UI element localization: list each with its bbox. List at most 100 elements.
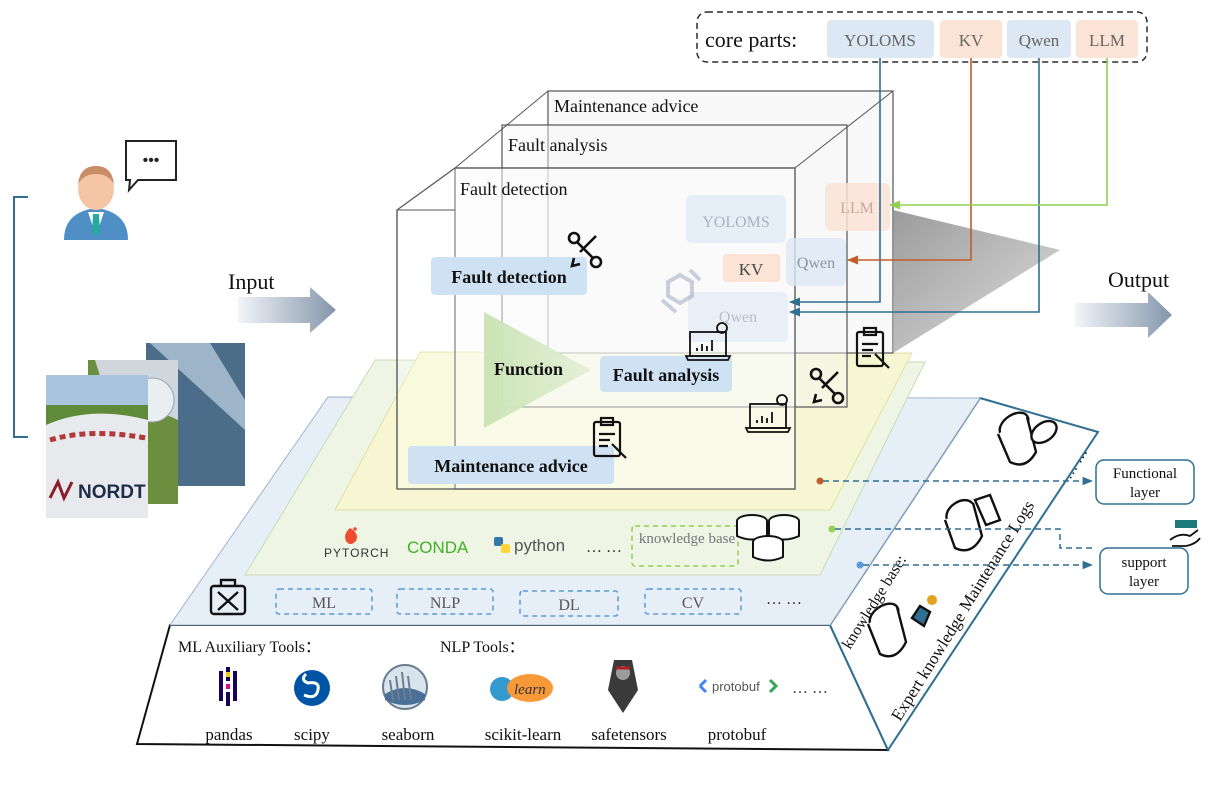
user-avatar-icon xyxy=(64,166,128,240)
qwen-connector xyxy=(788,58,1040,317)
function-triangle xyxy=(484,312,591,428)
tool-pandas: pandas xyxy=(205,725,252,744)
pytorch-logo-icon xyxy=(345,527,357,544)
algo-more: … … xyxy=(766,591,802,608)
functional-layer-label-2: layer xyxy=(1130,485,1160,501)
inner-llm-text: LLM xyxy=(840,200,874,217)
fault-detection-label: Fault detection xyxy=(451,267,566,287)
algo-ml-box xyxy=(275,588,373,615)
support-layer-label-1: support xyxy=(1122,555,1168,571)
fault-detection-box xyxy=(431,257,587,295)
fault-analysis-label: Fault analysis xyxy=(613,365,720,385)
core-part-llm-box xyxy=(1076,20,1138,58)
maintenance-advice-label: Maintenance advice xyxy=(434,456,587,476)
safetensors-logo-icon xyxy=(608,660,638,713)
nlp-tools-label: NLP Tools： xyxy=(440,639,525,656)
tool-protobuf: protobuf xyxy=(708,725,767,744)
inner-llm-box xyxy=(825,183,890,231)
layer-title-detection: Fault detection xyxy=(460,179,567,199)
tool-scikit-learn: scikit-learn xyxy=(485,725,562,744)
database-notes-icon xyxy=(943,493,1002,552)
cube-shadow xyxy=(893,210,1060,353)
clipboard-wrench-icon-right xyxy=(855,326,890,369)
inner-kv-box xyxy=(723,254,780,282)
laptop-analytics-icon xyxy=(684,322,732,361)
framework-more: … … xyxy=(586,539,622,556)
algo-cv-box xyxy=(644,588,742,615)
photo-logo-text: NORDT xyxy=(78,482,146,503)
scipy-logo-icon xyxy=(294,670,330,706)
scikit-learn-logo-text: learn xyxy=(514,682,546,698)
core-part-yoloms: YOLOMS xyxy=(844,31,916,50)
algo-cv: CV xyxy=(682,595,705,612)
ml-tools-label: ML Auxiliary Tools： xyxy=(178,639,321,656)
database-pair-icon-top xyxy=(996,411,1058,466)
input-arrow xyxy=(238,287,336,333)
framework-layer-pointer xyxy=(835,528,1092,549)
core-parts-label: core parts: xyxy=(705,27,797,52)
support-layer-label-2: layer xyxy=(1129,574,1159,590)
functional-layer-label-1: Functional xyxy=(1113,466,1177,482)
wind-turbine-photo-stack: NORDT xyxy=(46,343,245,518)
framework-conda: CONDA xyxy=(407,538,469,557)
tool-seaborn: seaborn xyxy=(382,725,435,744)
output-arrow xyxy=(1075,292,1172,338)
algo-dl: DL xyxy=(558,597,579,614)
hand-support-icon xyxy=(1169,520,1201,547)
framework-layer-dot xyxy=(828,525,836,533)
inner-qwen-bottom-box xyxy=(688,292,788,342)
inner-qwen-bottom-text: Qwen xyxy=(719,309,757,326)
algo-nlp-box xyxy=(396,588,494,615)
output-label: Output xyxy=(1108,267,1169,292)
seaborn-logo-icon xyxy=(382,664,428,710)
database-stack-icon xyxy=(736,514,800,562)
support-layer-box xyxy=(1099,547,1189,595)
tools-icon xyxy=(567,231,603,269)
knowledge-base-box xyxy=(631,525,739,567)
layer-title-maintenance: Maintenance advice xyxy=(554,96,698,116)
pandas-logo-icon xyxy=(219,667,237,706)
core-part-kv-box xyxy=(940,20,1002,58)
inner-yoloms-box xyxy=(686,195,786,243)
tool-scipy: scipy xyxy=(294,725,330,744)
tool-safetensors: safetensors xyxy=(591,725,667,744)
tools-more: … … xyxy=(792,680,828,697)
chat-bubble-icon: ••• xyxy=(125,140,177,193)
framework-pytorch: PYTORCH xyxy=(324,546,389,560)
core-part-qwen-box xyxy=(1007,20,1071,58)
input-bracket xyxy=(13,196,28,438)
function-label: Function xyxy=(494,359,563,379)
clipboard-wrench-icon xyxy=(592,416,627,459)
fault-analysis-box xyxy=(600,356,732,392)
toolbox-icon xyxy=(209,578,247,616)
tools-icon-right xyxy=(809,367,845,405)
core-part-qwen: Qwen xyxy=(1019,31,1060,50)
maintenance-advice-box xyxy=(408,446,614,484)
inner-yoloms-text: YOLOMS xyxy=(702,214,770,231)
protobuf-logo-text: protobuf xyxy=(712,679,760,694)
algo-dl-box xyxy=(519,590,619,617)
algo-ml: ML xyxy=(312,595,336,612)
scikit-learn-logo-icon: learn xyxy=(490,674,553,702)
functional-layer-dot xyxy=(816,477,824,485)
database-expert-icon xyxy=(866,595,937,658)
inner-kv-text: KV xyxy=(739,260,764,279)
algorithm-layer-dot xyxy=(856,561,864,569)
framework-python: python xyxy=(514,536,565,555)
llm-connector xyxy=(888,58,1108,210)
kv-connector xyxy=(846,58,972,265)
chat-dots: ••• xyxy=(143,152,160,169)
python-logo-icon xyxy=(494,537,510,553)
functional-layer-box xyxy=(1095,459,1195,505)
core-part-llm: LLM xyxy=(1089,31,1125,50)
knowledge-base-label: knowledge base xyxy=(639,531,736,547)
yoloms-connector xyxy=(788,58,881,307)
layer-title-analysis: Fault analysis xyxy=(508,135,608,155)
core-part-yoloms-box xyxy=(827,20,934,58)
algo-nlp: NLP xyxy=(430,595,460,612)
core-part-kv: KV xyxy=(959,31,984,50)
inner-qwen-top-box xyxy=(786,238,846,286)
laptop-analytics-icon-lower xyxy=(744,394,792,433)
protobuf-logo-icon: protobuf xyxy=(698,676,779,696)
